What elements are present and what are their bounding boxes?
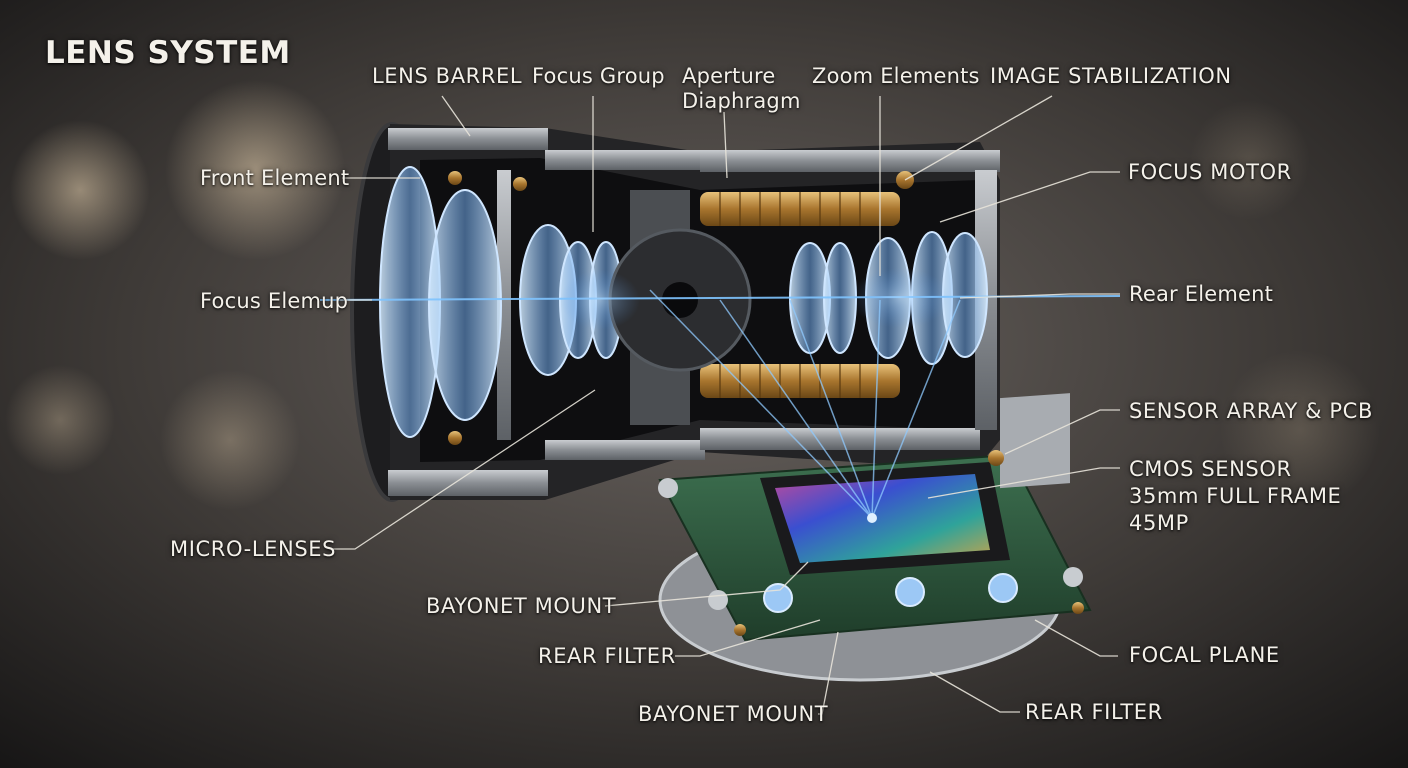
label-micro-lenses: MICRO-LENSES — [170, 537, 337, 561]
label-cmos-line3: 45MP — [1129, 510, 1189, 535]
label-focus-motor: FOCUS MOTOR — [1128, 160, 1292, 184]
label-front-element: Front Element — [200, 166, 350, 190]
label-cmos-line1: CMOS SENSOR — [1129, 457, 1292, 481]
label-focal-plane: FOCAL PLANE — [1129, 643, 1280, 667]
label-rear-element: Rear Element — [1129, 282, 1274, 306]
label-rear-filter-right: REAR FILTER — [1025, 700, 1163, 724]
label-sensor-array-pcb: SENSOR ARRAY & PCB — [1129, 399, 1373, 423]
label-aperture-line1: Aperture — [682, 64, 776, 88]
label-cmos-sensor: CMOS SENSOR 35mm FULL FRAME 45MP — [1129, 456, 1341, 537]
label-lens-barrel: LENS BARREL — [372, 64, 523, 88]
label-rear-filter-left: REAR FILTER — [538, 644, 676, 668]
sensor-board — [658, 393, 1092, 682]
label-bayonet-mount-lower: BAYONET MOUNT — [638, 702, 829, 726]
leader-lines — [332, 95, 1120, 715]
label-focus-elemup: Focus Elemup — [200, 289, 349, 313]
label-zoom-elements: Zoom Elements — [812, 64, 980, 88]
label-focus-group: Focus Group — [532, 64, 665, 88]
label-aperture-diaphragm: Aperture Diaphragm — [682, 64, 801, 114]
label-aperture-line2: Diaphragm — [682, 89, 801, 114]
page-title: LENS SYSTEM — [45, 35, 291, 71]
label-bayonet-mount-upper: BAYONET MOUNT — [426, 594, 617, 618]
label-image-stabilization: IMAGE STABILIZATION — [990, 64, 1232, 88]
label-cmos-line2: 35mm FULL FRAME — [1129, 483, 1342, 508]
